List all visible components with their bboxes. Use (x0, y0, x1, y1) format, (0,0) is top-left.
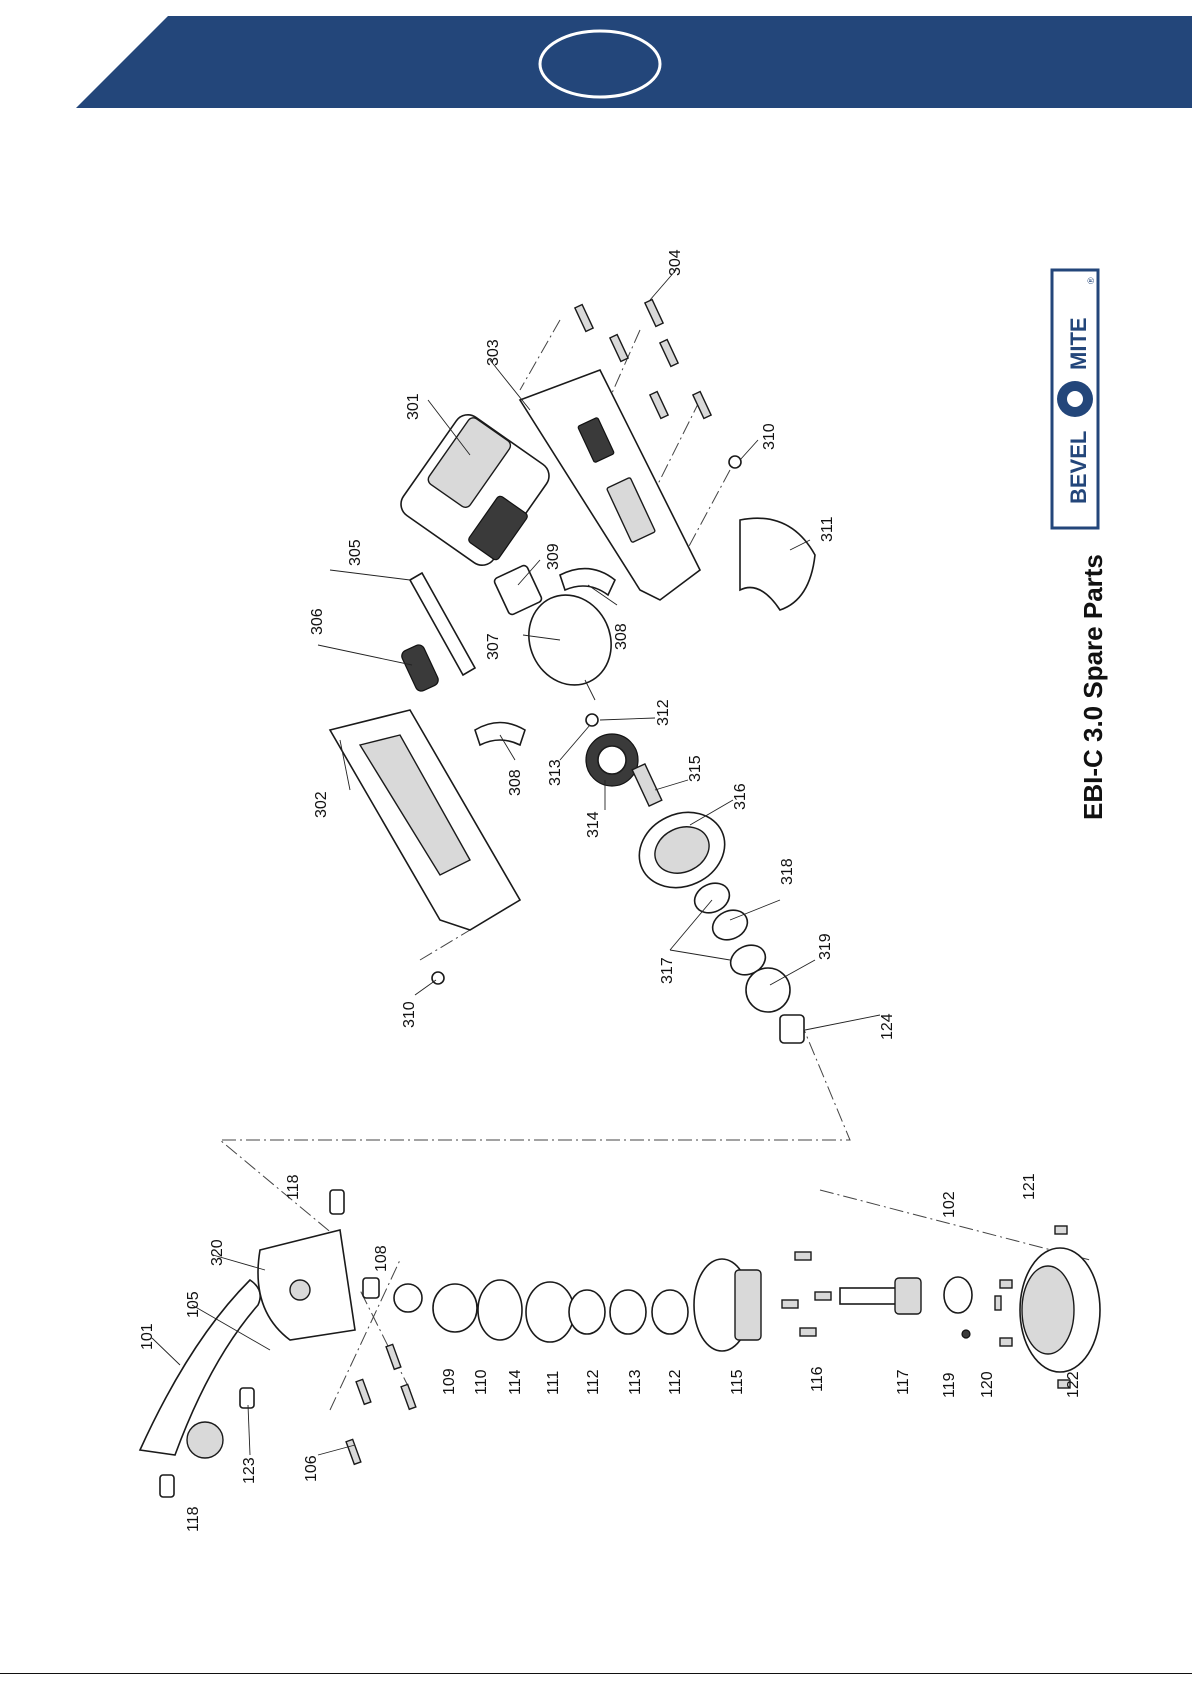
label-123: 123 (241, 1457, 258, 1484)
part-122-base (1000, 1226, 1100, 1388)
label-313: 313 (547, 759, 564, 786)
label-309: 309 (545, 543, 562, 570)
label-117: 117 (895, 1369, 912, 1395)
logo-registered-mark: ® (1086, 277, 1096, 284)
label-112b: 112 (667, 1369, 684, 1395)
label-108: 108 (373, 1245, 390, 1272)
label-305: 305 (347, 539, 364, 566)
label-119: 119 (941, 1372, 958, 1398)
label-302: 302 (313, 791, 330, 818)
label-102: 102 (941, 1191, 958, 1218)
label-118b: 118 (185, 1506, 202, 1532)
part-320-cover (258, 1230, 355, 1340)
label-124: 124 (879, 1013, 896, 1040)
part-302-housing-half (330, 710, 520, 930)
label-308a: 308 (613, 623, 630, 650)
label-113: 113 (627, 1369, 644, 1395)
part-117-spindle (840, 1278, 921, 1314)
logo-text-left: BEVEL (1066, 431, 1091, 504)
parts-312-315-gear-shaft (586, 714, 662, 806)
label-311: 311 (819, 516, 836, 542)
parts-317-319-bearings (690, 878, 790, 1012)
label-105: 105 (185, 1291, 202, 1318)
part-301-battery (396, 409, 555, 570)
parts-102-119-120 (944, 1277, 1001, 1338)
part-115-flange (694, 1259, 761, 1351)
bevelmite-logo: BEVEL MITE ® (1050, 268, 1100, 530)
label-308b: 308 (507, 769, 524, 796)
label-115: 115 (729, 1369, 746, 1395)
part-311-handle-grip (740, 518, 815, 610)
label-116: 116 (809, 1366, 826, 1392)
label-304: 304 (667, 249, 684, 276)
label-310a: 310 (761, 423, 778, 450)
label-314: 314 (585, 811, 602, 838)
parts-108-113-washers (363, 1278, 688, 1342)
label-320: 320 (209, 1239, 226, 1266)
logo-text-right: MITE (1066, 317, 1091, 370)
label-316: 316 (732, 783, 749, 810)
part-306-switch-button (400, 643, 440, 693)
label-118a: 118 (285, 1174, 302, 1200)
label-106: 106 (303, 1455, 320, 1482)
label-111: 111 (545, 1371, 562, 1395)
label-114: 114 (507, 1369, 524, 1395)
document-title: EBI-C 3.0 Spare Parts (1078, 554, 1109, 820)
label-122: 122 (1065, 1371, 1082, 1398)
label-310b: 310 (401, 1001, 418, 1028)
label-101: 101 (139, 1323, 156, 1350)
part-124-coupling (780, 1015, 804, 1043)
part-309-module (493, 564, 543, 615)
label-110: 110 (473, 1369, 490, 1395)
label-315: 315 (687, 755, 704, 782)
label-317: 317 (659, 957, 676, 984)
footer-rule (0, 1673, 1192, 1674)
label-301: 301 (405, 393, 422, 420)
label-109: 109 (441, 1368, 458, 1395)
label-306: 306 (309, 608, 326, 635)
part-116-bolts (782, 1252, 831, 1336)
label-307: 307 (485, 633, 502, 660)
label-120: 120 (979, 1371, 996, 1398)
label-303: 303 (485, 339, 502, 366)
label-319: 319 (817, 933, 834, 960)
label-312: 312 (655, 699, 672, 726)
label-121: 121 (1021, 1173, 1038, 1200)
label-318: 318 (779, 858, 796, 885)
label-112a: 112 (585, 1369, 602, 1395)
